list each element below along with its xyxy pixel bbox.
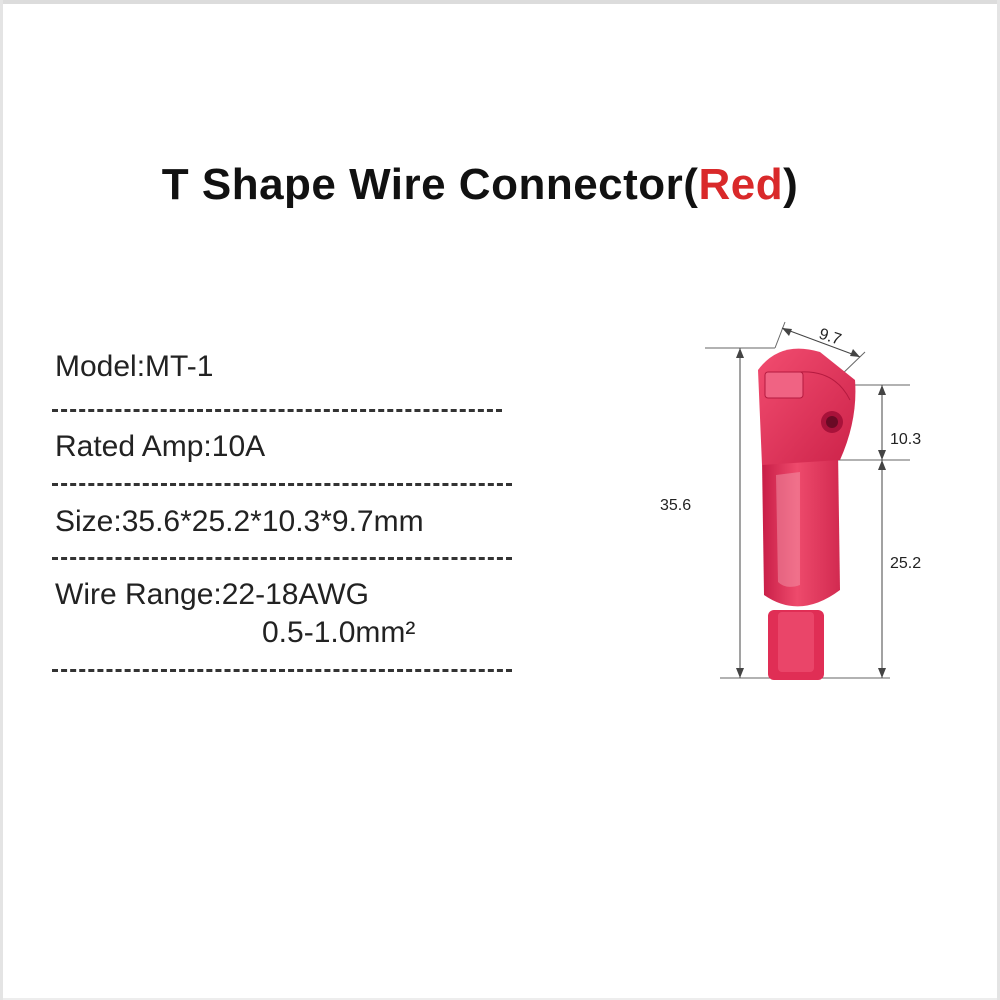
title-close: ) (783, 160, 799, 209)
right-border (997, 0, 1000, 1000)
title-color-word: Red (698, 160, 784, 209)
connector-tail-highlight (778, 612, 814, 672)
connector-head-edge (799, 371, 851, 401)
top-border (0, 0, 1000, 4)
label-overall-height: 35.6 (660, 497, 691, 514)
arrow-overall-bottom (736, 668, 744, 678)
connector-body-highlight (776, 472, 800, 587)
spec-wire-range: Wire Range:22-18AWG (55, 578, 370, 611)
arrow-head-top (878, 385, 886, 395)
arrow-body-top (878, 460, 886, 470)
spec-rated-amp: Rated Amp:10A (55, 430, 266, 463)
arrow-width-right (850, 349, 860, 357)
left-border (0, 0, 3, 1000)
connector-latch (764, 371, 804, 399)
connector-main-body (762, 450, 840, 607)
spec-model: Model:MT-1 (55, 350, 214, 383)
spec-size: Size:35.6*25.2*10.3*9.7mm (55, 505, 424, 538)
connector-body (758, 348, 856, 680)
title-main: T Shape Wire Connector( (161, 160, 699, 209)
connector-drawing: 35.6 9.7 10.3 25.2 (660, 321, 921, 680)
width-left-extension (774, 321, 786, 349)
connector-head (758, 348, 856, 465)
arrow-head-bottom (878, 450, 886, 460)
top-width-line (781, 327, 861, 358)
page-title: T Shape Wire Connector(Red) (0, 160, 960, 210)
connector-diagram: 35.6 9.7 10.3 25.2 (650, 300, 980, 720)
label-top-width: 9.7 (817, 326, 844, 349)
divider-2 (52, 483, 512, 486)
divider-1 (52, 409, 502, 412)
spec-wire-range-metric: 0.5-1.0mm² (262, 616, 416, 649)
divider-4 (52, 669, 512, 672)
divider-3 (52, 557, 512, 560)
bottom-border (0, 998, 1000, 1000)
connector-wire-hole-inner (826, 416, 838, 428)
arrow-overall-top (736, 348, 744, 358)
arrow-width-left (782, 328, 792, 336)
label-body-height: 25.2 (890, 555, 921, 572)
label-head-height: 10.3 (890, 431, 921, 448)
arrow-body-bottom (878, 668, 886, 678)
